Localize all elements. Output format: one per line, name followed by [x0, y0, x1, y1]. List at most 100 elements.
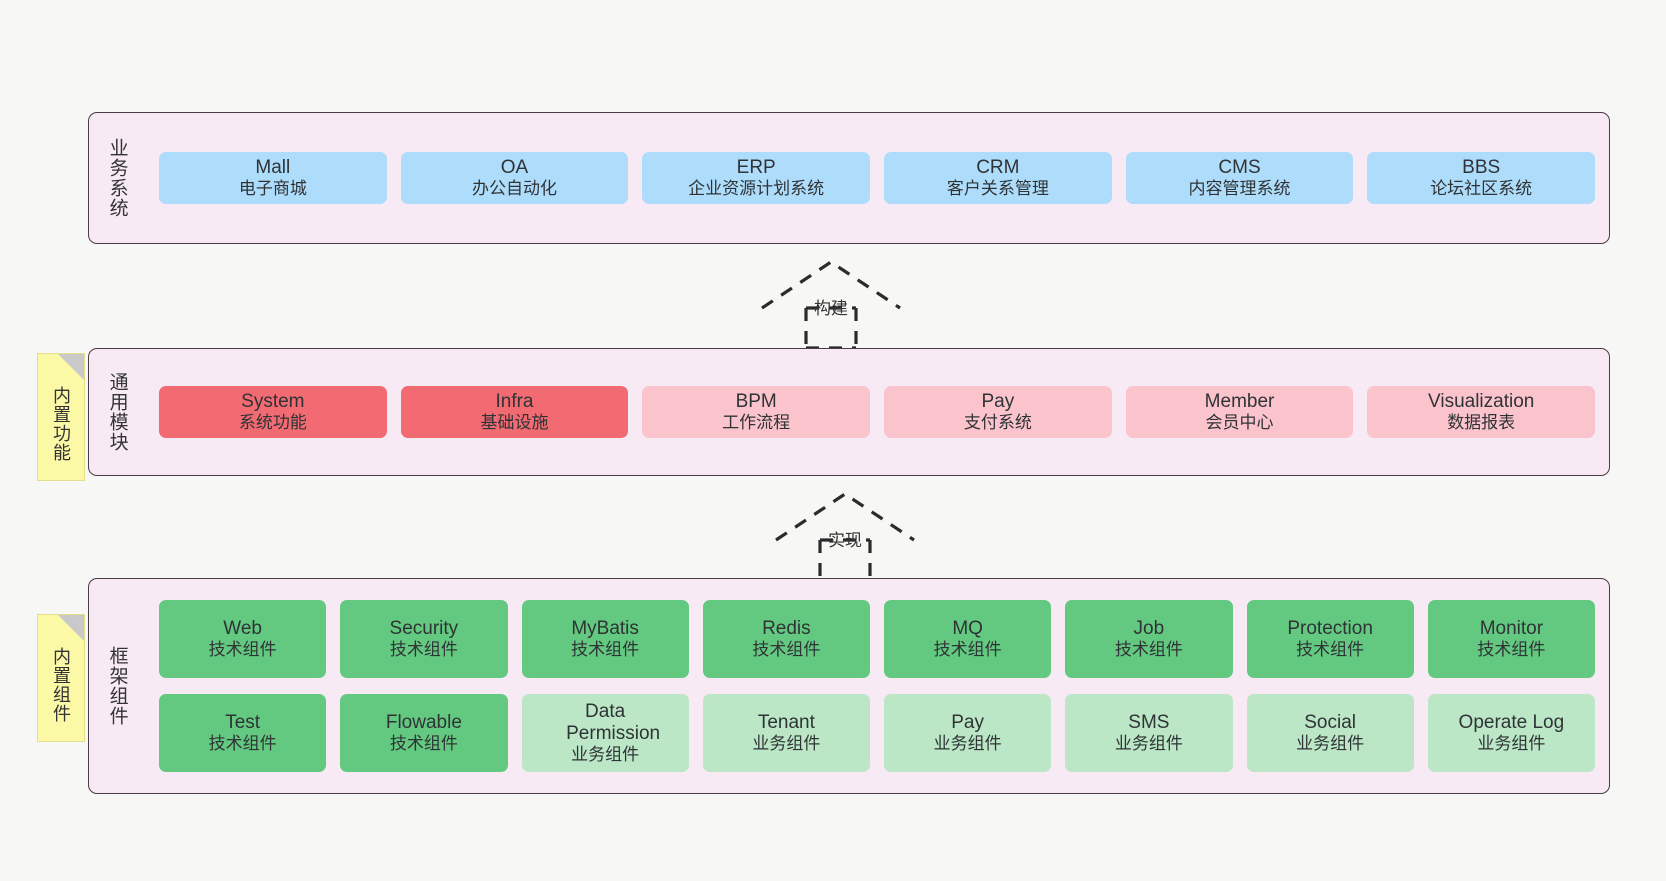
node-subtitle: 内容管理系统 — [1188, 179, 1291, 199]
layer-framework-component: 框架组件 Web 技术组件 Security 技术组件 MyBatis 技术组件… — [88, 578, 1610, 794]
node-subtitle: 技术组件 — [389, 640, 458, 660]
node-sms[interactable]: SMS 业务组件 — [1065, 694, 1233, 772]
connector-label-build: 构建 — [814, 299, 848, 318]
connector-implement: 实现 — [772, 490, 918, 582]
layer-body-business: Mall 电子商城 OA 办公自动化 ERP 企业资源计划系统 CRM 客户关系… — [145, 113, 1609, 243]
node-subtitle: 业务组件 — [933, 734, 1002, 754]
node-oa[interactable]: OA 办公自动化 — [400, 152, 629, 204]
node-subtitle: 基础设施 — [480, 413, 549, 433]
node-protection[interactable]: Protection 技术组件 — [1246, 600, 1414, 678]
node-name: CRM — [976, 157, 1020, 179]
node-mq[interactable]: MQ 技术组件 — [884, 600, 1052, 678]
node-name: MQ — [952, 618, 983, 640]
node-subtitle: 业务组件 — [752, 734, 821, 754]
node-row: Mall 电子商城 OA 办公自动化 ERP 企业资源计划系统 CRM 客户关系… — [159, 152, 1596, 204]
node-subtitle: 技术组件 — [1477, 640, 1546, 660]
node-name: MyBatis — [571, 618, 639, 640]
node-subtitle: 工作流程 — [722, 413, 791, 433]
node-name: System — [241, 391, 305, 413]
layer-common-module: 通用模块 System 系统功能 Infra 基础设施 BPM 工作流程 Pay — [88, 348, 1610, 476]
node-pay[interactable]: Pay 支付系统 — [884, 386, 1112, 438]
node-name: Web — [223, 618, 262, 640]
node-name: Security — [389, 618, 459, 640]
node-name: Pay — [981, 391, 1015, 413]
node-row: Test 技术组件 Flowable 技术组件 Data Permission … — [159, 694, 1595, 772]
node-job[interactable]: Job 技术组件 — [1065, 600, 1233, 678]
node-bpm[interactable]: BPM 工作流程 — [642, 386, 871, 438]
node-subtitle: 业务组件 — [1296, 734, 1365, 754]
node-subtitle: 客户关系管理 — [946, 179, 1049, 199]
node-name: Data Permission — [566, 700, 661, 744]
node-name: Job — [1133, 618, 1165, 640]
node-data-permission[interactable]: Data Permission 业务组件 — [521, 694, 689, 772]
note-fold-icon — [58, 354, 84, 380]
node-name: Visualization — [1428, 391, 1535, 413]
note-label: 内置组件 — [51, 647, 71, 723]
node-subtitle: 系统功能 — [238, 413, 307, 433]
node-subtitle: 办公自动化 — [472, 179, 557, 199]
node-subtitle: 技术组件 — [1114, 640, 1183, 660]
node-subtitle: 电子商城 — [238, 179, 307, 199]
node-test[interactable]: Test 技术组件 — [159, 694, 327, 772]
node-social[interactable]: Social 业务组件 — [1246, 694, 1414, 772]
node-subtitle: 技术组件 — [1296, 640, 1365, 660]
node-subtitle: 论坛社区系统 — [1430, 179, 1533, 199]
node-row: System 系统功能 Infra 基础设施 BPM 工作流程 Pay 支付系统… — [159, 386, 1596, 438]
node-name: Social — [1304, 712, 1356, 734]
node-name: Protection — [1287, 618, 1373, 640]
node-subtitle: 支付系统 — [963, 413, 1032, 433]
node-redis[interactable]: Redis 技术组件 — [702, 600, 870, 678]
node-monitor[interactable]: Monitor 技术组件 — [1427, 600, 1595, 678]
node-member[interactable]: Member 会员中心 — [1125, 386, 1354, 438]
node-name: Flowable — [385, 712, 462, 734]
node-subtitle: 业务组件 — [1114, 734, 1183, 754]
node-bbs[interactable]: BBS 论坛社区系统 — [1367, 152, 1596, 204]
node-pay-business[interactable]: Pay 业务组件 — [884, 694, 1052, 772]
node-visualization[interactable]: Visualization 数据报表 — [1367, 386, 1596, 438]
node-cms[interactable]: CMS 内容管理系统 — [1125, 152, 1354, 204]
node-subtitle: 技术组件 — [752, 640, 821, 660]
node-subtitle: 业务组件 — [571, 744, 640, 764]
node-subtitle: 技术组件 — [389, 734, 458, 754]
node-subtitle: 数据报表 — [1447, 413, 1516, 433]
note-label: 内置功能 — [51, 386, 71, 462]
node-name: Mall — [255, 157, 291, 179]
node-tenant[interactable]: Tenant 业务组件 — [702, 694, 870, 772]
node-security[interactable]: Security 技术组件 — [340, 600, 508, 678]
node-subtitle: 企业资源计划系统 — [688, 179, 825, 199]
layer-title-business: 业务系统 — [106, 138, 128, 218]
node-name: Monitor — [1479, 618, 1544, 640]
node-name: Redis — [762, 618, 811, 640]
node-subtitle: 技术组件 — [933, 640, 1002, 660]
note-fold-icon — [58, 615, 84, 641]
node-subtitle: 会员中心 — [1205, 413, 1274, 433]
layer-body-common: System 系统功能 Infra 基础设施 BPM 工作流程 Pay 支付系统… — [145, 349, 1609, 475]
node-name: Test — [225, 712, 261, 734]
node-subtitle: 技术组件 — [208, 640, 277, 660]
note-builtin-function: 内置功能 — [37, 353, 85, 481]
node-operate-log[interactable]: Operate Log 业务组件 — [1427, 694, 1595, 772]
node-mall[interactable]: Mall 电子商城 — [159, 152, 387, 204]
layer-title-common: 通用模块 — [106, 372, 128, 452]
node-name: ERP — [736, 157, 776, 179]
layer-body-framework: Web 技术组件 Security 技术组件 MyBatis 技术组件 Redi… — [145, 579, 1609, 793]
node-name: BPM — [735, 391, 777, 413]
node-flowable[interactable]: Flowable 技术组件 — [340, 694, 508, 772]
node-row: Web 技术组件 Security 技术组件 MyBatis 技术组件 Redi… — [159, 600, 1595, 678]
node-infra[interactable]: Infra 基础设施 — [400, 386, 629, 438]
layer-title-framework: 框架组件 — [106, 646, 128, 726]
node-erp[interactable]: ERP 企业资源计划系统 — [642, 152, 871, 204]
node-name: Member — [1204, 391, 1275, 413]
node-subtitle: 技术组件 — [208, 734, 277, 754]
node-name: OA — [500, 157, 529, 179]
node-crm[interactable]: CRM 客户关系管理 — [884, 152, 1112, 204]
node-name: CMS — [1218, 157, 1261, 179]
node-system[interactable]: System 系统功能 — [159, 386, 387, 438]
node-web[interactable]: Web 技术组件 — [159, 600, 327, 678]
node-name: BBS — [1462, 157, 1501, 179]
connector-label-implement: 实现 — [828, 531, 862, 550]
node-name: Infra — [495, 391, 534, 413]
node-mybatis[interactable]: MyBatis 技术组件 — [521, 600, 689, 678]
connector-build: 构建 — [758, 258, 904, 350]
node-name: Operate Log — [1458, 712, 1565, 734]
